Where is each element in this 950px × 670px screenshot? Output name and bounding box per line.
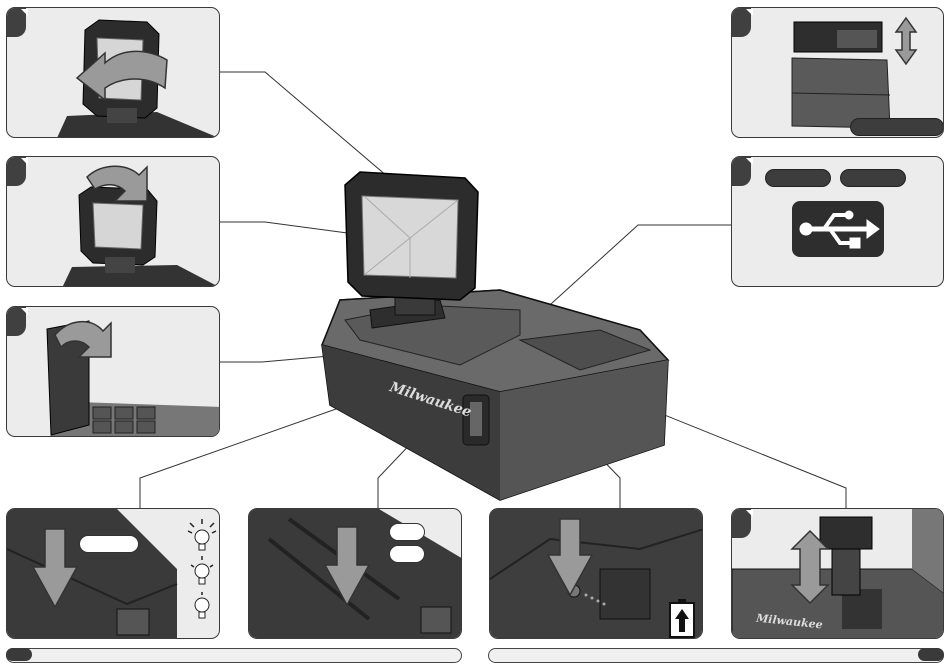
up-down-arrow-icon [732,509,944,639]
panel-insert-battery: Milwaukee [731,508,944,639]
label-pill [850,118,944,136]
panel-tilt-light [6,156,220,287]
usb-icon [732,157,944,287]
battery-charge-icon [490,509,703,639]
tilt-arrow-icon [7,157,220,287]
brightness-levels-icon [7,509,220,639]
lid-arrow-icon [7,307,220,437]
panel-mode-button [248,508,462,639]
panel-fuel-gauge [489,508,703,639]
page-footer-bar-left [6,648,462,663]
panel-rotate-light [6,7,220,138]
panel-open-lid [6,306,220,437]
rotate-arrow-icon [7,8,220,138]
panel-brightness-button [6,508,220,639]
press-arrow-icon [249,509,462,639]
panel-usb-port [731,156,944,287]
page-footer-bar-right [488,648,944,663]
panel-attach-module [731,7,944,138]
